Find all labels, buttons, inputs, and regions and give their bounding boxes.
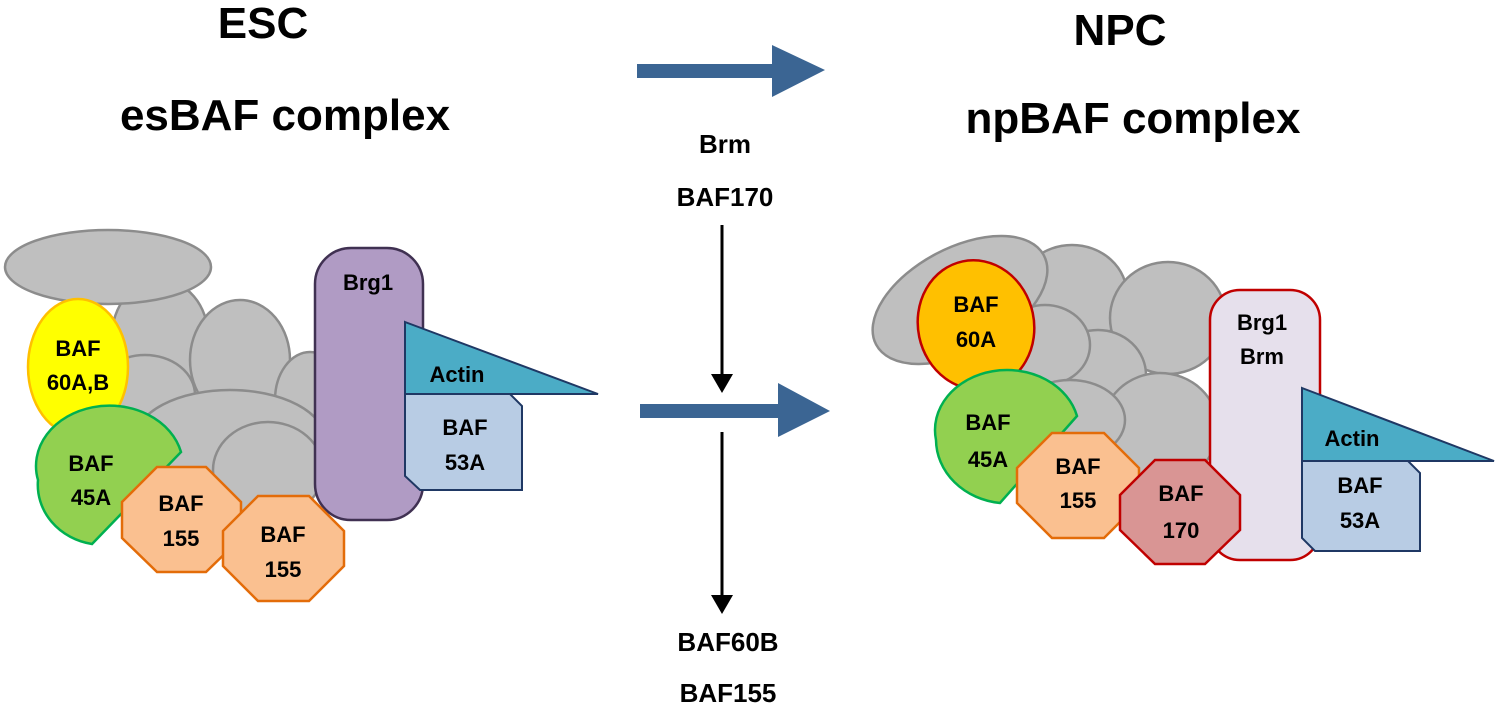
- esc-baf155-1-label-line1: BAF: [158, 491, 203, 516]
- middle-transition-arrow: [640, 383, 830, 437]
- npc-baf60a-label-line2: 60A: [956, 327, 996, 352]
- npc-brm-label: Brm: [1240, 344, 1284, 369]
- esc-title: ESC: [218, 0, 308, 48]
- npbaf-complex-title: npBAF complex: [966, 94, 1301, 143]
- esc-actin-subunit: Actin: [404, 320, 599, 395]
- esc-actin-label: Actin: [430, 362, 485, 387]
- npc-title: NPC: [1074, 6, 1167, 55]
- lost-subunit-label-baf60b: BAF60B: [677, 627, 778, 657]
- npc-baf155-subunit: BAF 155: [1015, 431, 1141, 540]
- npc-baf45a-subunit: BAF 45A: [933, 368, 1079, 505]
- esc-baf45a-label-line1: BAF: [68, 451, 113, 476]
- npc-baf170-label-line1: BAF: [1158, 481, 1203, 506]
- esc-baf155-1-label-line2: 155: [163, 526, 200, 551]
- npc-baf53a-label-line2: 53A: [1340, 508, 1380, 533]
- esc-baf60-subunit: BAF 60A,B: [26, 297, 130, 437]
- npc-baf170-subunit: BAF 170: [1118, 458, 1242, 566]
- lost-subunit-label-baf155: BAF155: [680, 678, 777, 708]
- esbaf-complex-title: esBAF complex: [120, 91, 451, 140]
- esc-baf53a-label-line2: 53A: [445, 450, 485, 475]
- gained-subunit-label-baf170: BAF170: [677, 182, 774, 212]
- npc-actin-subunit: Actin: [1301, 386, 1495, 462]
- npc-baf170-label-line2: 170: [1163, 518, 1200, 543]
- esc-baf45a-subunit: BAF 45A: [34, 404, 183, 546]
- npc-baf60a-label-line1: BAF: [953, 292, 998, 317]
- npc-panel: NPC npBAF complex Brg1 Brm BAF 60A BA: [871, 6, 1495, 566]
- esc-baf155-2-label-line2: 155: [265, 557, 302, 582]
- incoming-subunits-arrowhead: [711, 374, 733, 393]
- outgoing-subunits-arrowhead: [711, 595, 733, 614]
- npc-brg1-label: Brg1: [1237, 310, 1287, 335]
- esc-brg1-label: Brg1: [343, 270, 393, 295]
- npc-baf45a-label-line1: BAF: [965, 410, 1010, 435]
- top-transition-arrow: [637, 45, 825, 97]
- esc-baf155-2-label-line1: BAF: [260, 522, 305, 547]
- esc-baf155-subunit-1: BAF 155: [120, 465, 243, 574]
- npc-baf155-label-line2: 155: [1060, 488, 1097, 513]
- esc-baf45a-label-line2: 45A: [71, 485, 111, 510]
- npc-baf60a-subunit: BAF 60A: [916, 259, 1036, 391]
- esc-baf53a-subunit: BAF 53A: [404, 393, 523, 491]
- npc-baf53a-subunit: BAF 53A: [1301, 460, 1421, 552]
- esc-baf155-subunit-2: BAF 155: [221, 494, 346, 603]
- npc-baf53a-label-line1: BAF: [1337, 473, 1382, 498]
- esc-baf60-label-line2: 60A,B: [47, 370, 109, 395]
- esc-panel: ESC esBAF complex Brg1 BAF 53A Actin: [3, 0, 599, 603]
- esc-baf60-label-line1: BAF: [55, 336, 100, 361]
- esc-baf53a-label-line1: BAF: [442, 415, 487, 440]
- gained-subunit-label-brm: Brm: [699, 129, 751, 159]
- transition-panel: Brm BAF170 BAF60B BAF155: [637, 45, 830, 708]
- npc-baf155-label-line1: BAF: [1055, 454, 1100, 479]
- esc-top-gray-subunit: [3, 228, 213, 306]
- npc-baf45a-label-line2: 45A: [968, 447, 1008, 472]
- npc-actin-label: Actin: [1325, 426, 1380, 451]
